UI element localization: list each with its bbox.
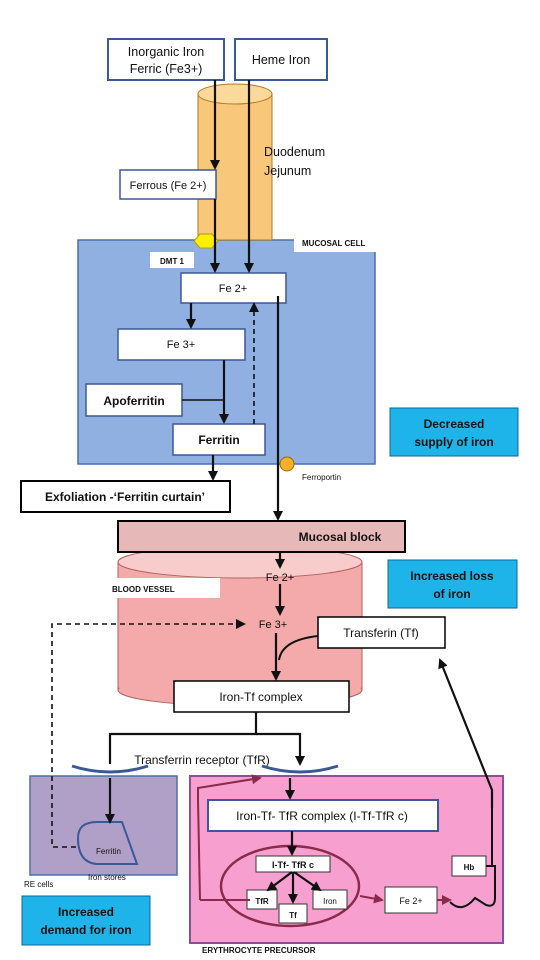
blood-fe3-label: Fe 3+: [259, 619, 287, 631]
exfoliation-box: [20, 480, 231, 513]
blood-fe2-label: Fe 2+: [266, 572, 294, 584]
jejunum-label: Jejunum: [264, 164, 311, 178]
tfr-receptor-re: [71, 764, 149, 774]
ferritin-label: Ferritin: [198, 433, 239, 447]
mucosal-cell-label: MUCOSAL CELL: [302, 239, 366, 248]
mucosal-fe3-box: [117, 328, 246, 361]
iron-tf-complex-box: [173, 680, 350, 713]
itftfr-complex-box: [207, 799, 439, 832]
dmt1-label-bg: [150, 252, 194, 268]
increased-loss-line2: of iron: [433, 587, 470, 601]
itftfrc-label: I-Tf- TfR c: [272, 860, 314, 870]
transferrin-box: [317, 616, 446, 649]
iron-box: [312, 889, 348, 910]
increased-loss-callout: [387, 559, 518, 609]
decreased-supply-callout: [389, 407, 519, 457]
ferroportin-label: Ferroportin: [302, 473, 341, 482]
decreased-supply-line2: supply of iron: [414, 435, 493, 449]
iron-tf-complex-label: Iron-Tf complex: [219, 690, 302, 704]
increased-loss-line1: Increased loss: [410, 569, 494, 583]
increased-demand-line2: demand for iron: [40, 923, 131, 937]
dashed-arrows: [51, 302, 259, 848]
exfoliation-label: Exfoliation -‘Ferritin curtain’: [45, 490, 205, 504]
tfr-receptor-erythro: [261, 764, 339, 774]
re-ferritin-label: Ferritin: [96, 847, 121, 856]
dmt1-label: DMT 1: [160, 257, 185, 266]
mucosal-fe2-box: [180, 272, 287, 304]
transferrin-label: Transferin (Tf): [343, 626, 419, 640]
iron-stores-label: Iron stores: [88, 873, 126, 882]
re-cells-label: RE cells: [24, 880, 53, 889]
heme-iron-label: Heme Iron: [252, 53, 310, 67]
mucosal-fe3-label: Fe 3+: [167, 339, 195, 351]
flow-arrows: [105, 80, 496, 909]
inorganic-iron-line1: Inorganic Iron: [128, 45, 204, 59]
increased-demand-line1: Increased: [58, 905, 114, 919]
mucosal-block-label: Mucosal block: [299, 530, 382, 544]
erythrocyte-precursor-label: ERYTHROCYTE PRECURSOR: [202, 946, 316, 955]
apoferritin-box: [85, 383, 183, 417]
blood-vessel-label: BLOOD VESSEL: [112, 585, 175, 594]
dmt1-transporter: [193, 233, 219, 249]
tf-label: Tf: [289, 911, 297, 920]
decreased-supply-line1: Decreased: [424, 417, 485, 431]
hb-label: Hb: [464, 863, 475, 872]
erythro-fe2-box: [384, 886, 438, 914]
mucosal-cell-label-bg: [294, 232, 380, 252]
inorganic-iron-line2: Ferric (Fe3+): [130, 62, 203, 76]
increased-demand-callout: [21, 895, 151, 946]
maroon-arrows: [197, 774, 452, 905]
duodenum-cylinder: [197, 83, 273, 241]
transferrin-receptor-label: Transferrin receptor (TfR): [134, 753, 270, 767]
duodenum-label: Duodenum: [264, 145, 325, 159]
ferrous-box: [119, 169, 217, 200]
apoferritin-label: Apoferritin: [103, 394, 164, 408]
tf-box: [278, 903, 308, 924]
mucosal-fe2-label: Fe 2+: [219, 283, 247, 295]
blood-vessel-label-bg: [108, 578, 220, 598]
tfr-label: TfR: [255, 897, 269, 906]
ferroportin-transporter: [279, 456, 295, 472]
itftfr-complex-label: Iron-Tf- TfR complex (I-Tf-TfR c): [236, 809, 408, 823]
mucosal-block-box: [117, 520, 406, 553]
inorganic-iron-box: [107, 38, 225, 81]
ferrous-label: Ferrous (Fe 2+): [130, 180, 207, 192]
erythro-fe2-label: Fe 2+: [399, 896, 422, 906]
ferritin-box: [172, 423, 266, 456]
iron-stores-shape: [76, 821, 139, 865]
heme-iron-box: [234, 38, 328, 81]
iron-label: Iron: [323, 897, 337, 906]
